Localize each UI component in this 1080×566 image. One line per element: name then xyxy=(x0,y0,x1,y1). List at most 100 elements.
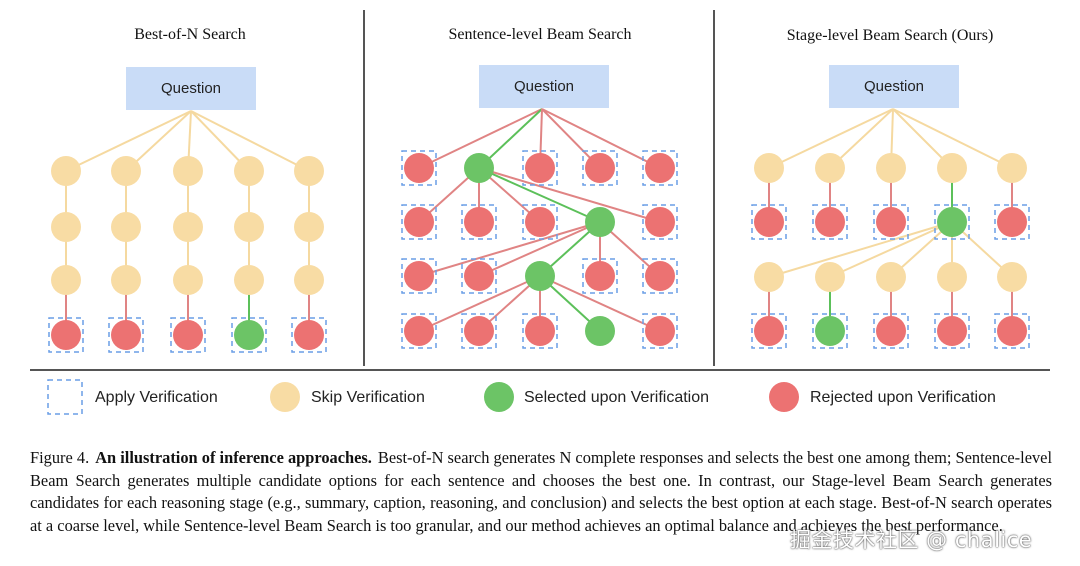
rejected-edge xyxy=(539,275,661,332)
skip-node xyxy=(997,262,1027,292)
panel-title-best-of-n: Best-of-N Search xyxy=(134,26,246,43)
verification-box xyxy=(170,317,206,353)
verification-box xyxy=(642,150,678,186)
tree-nodes xyxy=(51,153,1027,350)
question-label: Question xyxy=(161,80,221,97)
skip-node xyxy=(815,262,845,292)
verification-box xyxy=(401,204,437,240)
verification-box xyxy=(873,313,909,349)
rejected-node xyxy=(525,207,555,237)
legend-item-skip: Skip Verification xyxy=(270,382,425,412)
selected-verification-swatch xyxy=(484,382,514,412)
selected-node xyxy=(585,207,615,237)
rejected-node xyxy=(173,320,203,350)
skip-node xyxy=(111,156,141,186)
skip-node xyxy=(754,262,784,292)
verification-box xyxy=(231,317,267,353)
question-label: Question xyxy=(514,78,574,95)
legend-item-apply: Apply Verification xyxy=(47,379,218,415)
rejected-edge xyxy=(478,221,601,277)
verification-box xyxy=(522,204,558,240)
skip-node xyxy=(234,265,264,295)
rejected-node xyxy=(525,153,555,183)
legend-item-selected: Selected upon Verification xyxy=(484,382,709,412)
verification-box xyxy=(108,317,144,353)
legend-label-skip: Skip Verification xyxy=(311,389,425,406)
rejected-node xyxy=(404,261,434,291)
rejected-node xyxy=(937,316,967,346)
rejected-node xyxy=(876,207,906,237)
skip-node xyxy=(294,156,324,186)
question-box-stage-level: Question xyxy=(829,65,959,108)
verification-box xyxy=(461,258,497,294)
verification-box xyxy=(994,313,1030,349)
verification-box xyxy=(751,313,787,349)
skip-node xyxy=(173,156,203,186)
rejected-edge xyxy=(418,221,601,277)
verification-box xyxy=(751,204,787,240)
skip-node xyxy=(234,156,264,186)
verification-box xyxy=(934,204,970,240)
verification-box xyxy=(48,317,84,353)
verification-box xyxy=(812,204,848,240)
verification-box xyxy=(401,150,437,186)
rejected-edge xyxy=(418,275,541,332)
verification-box xyxy=(934,313,970,349)
skip-node xyxy=(294,265,324,295)
rejected-edge xyxy=(541,108,661,169)
rejected-node xyxy=(645,316,675,346)
verification-box xyxy=(522,313,558,349)
apply-verification-swatch xyxy=(47,379,83,415)
verification-box xyxy=(812,313,848,349)
verification-box xyxy=(642,258,678,294)
skip-node xyxy=(111,265,141,295)
verification-box xyxy=(401,258,437,294)
question-box-sentence-level: Question xyxy=(479,65,609,108)
verification-boxes xyxy=(48,150,1030,353)
figure-caption: Figure 4.An illustration of inference ap… xyxy=(30,447,1052,537)
skip-node xyxy=(234,212,264,242)
rejected-node xyxy=(404,316,434,346)
rejected-node xyxy=(876,316,906,346)
skip-node xyxy=(754,153,784,183)
legend-label-apply: Apply Verification xyxy=(95,389,218,406)
watermark: 掘金技术社区 @ chalice xyxy=(790,528,1033,552)
verification-box xyxy=(873,204,909,240)
selected-node xyxy=(525,261,555,291)
selected-edge xyxy=(478,167,601,223)
branch-edge xyxy=(829,221,953,278)
rejected-node xyxy=(815,207,845,237)
rejected-node xyxy=(464,316,494,346)
verification-box xyxy=(642,204,678,240)
legend-item-rejected: Rejected upon Verification xyxy=(769,382,996,412)
rejected-node xyxy=(645,261,675,291)
rejected-node xyxy=(51,320,81,350)
rejected-node xyxy=(404,153,434,183)
rejected-node xyxy=(645,207,675,237)
rejected-node xyxy=(754,316,784,346)
skip-node xyxy=(173,265,203,295)
selected-node xyxy=(815,316,845,346)
verification-box xyxy=(994,204,1030,240)
verification-box xyxy=(461,204,497,240)
skip-node xyxy=(937,262,967,292)
rejected-node xyxy=(585,153,615,183)
rejected-node xyxy=(754,207,784,237)
caption-body: Best-of-N search generates N complete re… xyxy=(30,448,1052,535)
skip-node xyxy=(997,153,1027,183)
caption-title: An illustration of inference approaches. xyxy=(95,448,372,467)
rejected-node xyxy=(464,261,494,291)
skip-node xyxy=(51,212,81,242)
question-edge xyxy=(892,108,1013,169)
question-edge xyxy=(190,110,310,172)
verification-box xyxy=(461,313,497,349)
rejected-node xyxy=(464,207,494,237)
selected-node xyxy=(585,316,615,346)
question-label: Question xyxy=(864,78,924,95)
rejected-verification-swatch xyxy=(769,382,799,412)
verification-box xyxy=(642,313,678,349)
skip-node xyxy=(815,153,845,183)
skip-node xyxy=(937,153,967,183)
question-edge xyxy=(768,108,894,169)
skip-verification-swatch xyxy=(270,382,300,412)
